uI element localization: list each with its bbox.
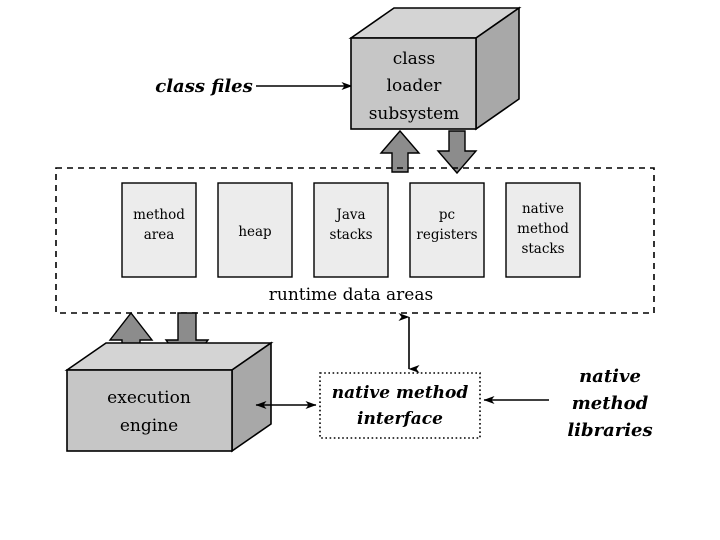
native-method-libraries-line2: method [572,393,649,414]
class-loader-subsystem-box: class loader subsystem [348,6,522,131]
class-files-label: class files [155,76,253,97]
runtime-data-areas-container: method area heap Java stacks pc register… [55,167,655,314]
native-method-stacks-line2: method [517,221,569,237]
block-arrow-down-to-data-areas [436,130,478,175]
data-area-box [313,182,389,278]
class-loader-data-flow-arrows [379,129,478,175]
class-loader-label-line2: loader [387,76,443,96]
data-area-pc-registers: pc registers [409,182,485,278]
execution-engine-front-face [66,369,233,452]
native-method-stacks-line3: stacks [521,241,564,257]
block-arrow-up-to-class-loader [379,129,421,173]
native-method-interface-box: native method interface [319,372,481,439]
java-stacks-line2: stacks [329,227,372,243]
method-area-line1: method [133,207,185,223]
method-area-line2: area [144,227,175,243]
data-area-java-stacks: Java stacks [313,182,389,278]
native-method-libraries-line1: native [579,366,641,387]
execution-engine-box: execution engine [64,341,274,453]
data-area-box [217,182,293,278]
data-area-native-method-stacks: native method stacks [505,182,581,278]
class-loader-front-face [350,37,477,130]
heap-line1: heap [238,224,271,240]
data-area-box [505,182,581,278]
native-method-libraries-label: native method libraries [567,366,652,441]
runtime-data-areas-border [55,167,655,314]
native-method-interface-line1: native method [332,383,469,403]
data-area-box [409,182,485,278]
native-method-stacks-line1: native [522,201,564,217]
native-method-interface-border [319,372,481,439]
data-area-box [121,182,197,278]
pc-registers-line1: pc [439,207,455,223]
execution-engine-label-line1: execution [107,388,191,408]
execution-engine-label-line2: engine [120,416,178,436]
native-method-interface-line2: interface [357,409,443,429]
class-loader-label-line3: subsystem [369,104,460,124]
data-area-method-area: method area [121,182,197,278]
data-area-heap: heap [217,182,293,278]
java-stacks-line1: Java [334,207,365,223]
class-loader-label-line1: class [393,49,436,69]
pc-registers-line2: registers [416,227,477,243]
class-files-input: class files [155,76,353,97]
runtime-data-areas-caption: runtime data areas [269,285,433,305]
native-method-libraries-line3: libraries [567,420,652,441]
